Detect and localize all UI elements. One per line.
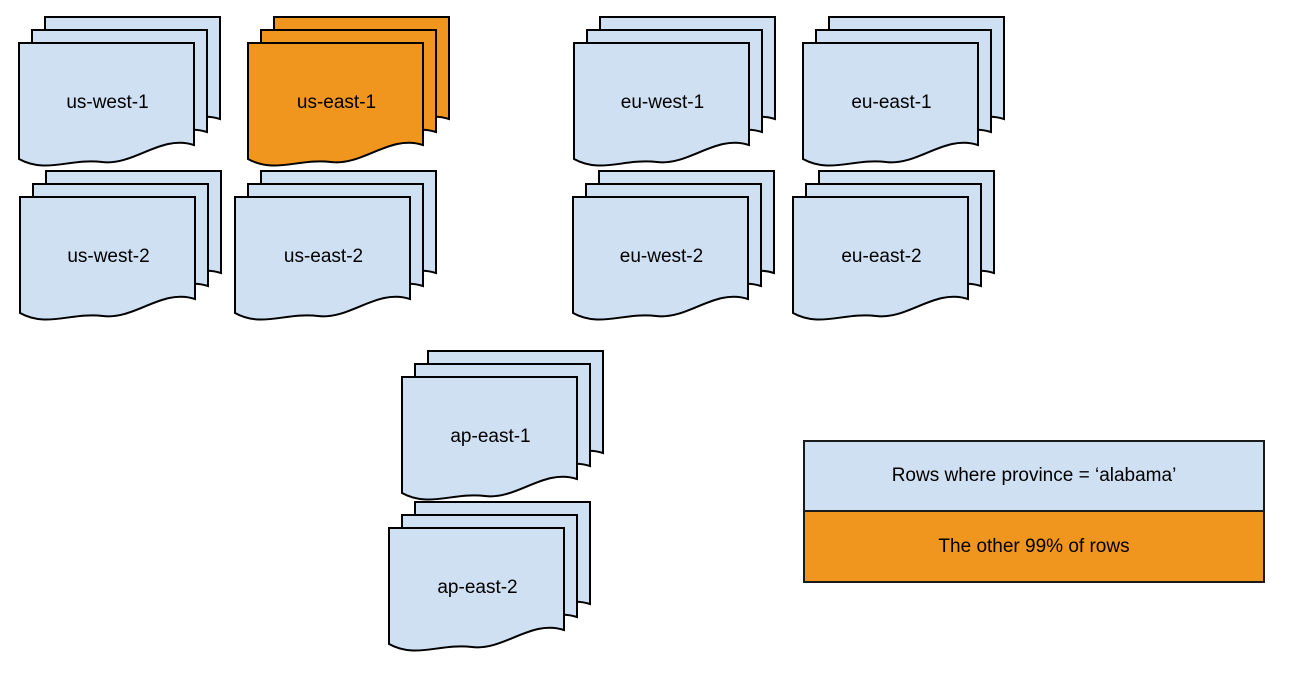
document-stack-icon xyxy=(401,350,604,501)
document-stack-icon xyxy=(802,16,1005,167)
region-stack-eu-west-1: eu-west-1 xyxy=(573,16,777,174)
region-stack-us-west-1: us-west-1 xyxy=(18,16,222,174)
legend-item-other-rows: The other 99% of rows xyxy=(805,512,1263,581)
region-stack-eu-west-2: eu-west-2 xyxy=(572,170,776,328)
region-stack-eu-east-1: eu-east-1 xyxy=(802,16,1006,174)
document-stack-icon xyxy=(234,170,437,321)
region-stack-us-west-2: us-west-2 xyxy=(19,170,223,328)
legend: Rows where province = ‘alabama’ The othe… xyxy=(803,440,1265,583)
document-stack-icon xyxy=(19,170,222,321)
region-stack-us-east-1: us-east-1 xyxy=(247,16,451,174)
legend-item-alabama-rows: Rows where province = ‘alabama’ xyxy=(805,442,1263,512)
region-stack-eu-east-2: eu-east-2 xyxy=(792,170,996,328)
document-stack-icon xyxy=(18,16,221,167)
document-stack-icon xyxy=(247,16,450,167)
region-stack-ap-east-2: ap-east-2 xyxy=(388,501,592,659)
document-stack-icon xyxy=(573,16,776,167)
document-stack-icon xyxy=(792,170,995,321)
region-stack-ap-east-1: ap-east-1 xyxy=(401,350,605,508)
legend-item-label: Rows where province = ‘alabama’ xyxy=(891,465,1177,486)
document-stack-icon xyxy=(572,170,775,321)
document-stack-icon xyxy=(388,501,591,652)
legend-item-label: The other 99% of rows xyxy=(938,535,1130,557)
region-stack-us-east-2: us-east-2 xyxy=(234,170,438,328)
